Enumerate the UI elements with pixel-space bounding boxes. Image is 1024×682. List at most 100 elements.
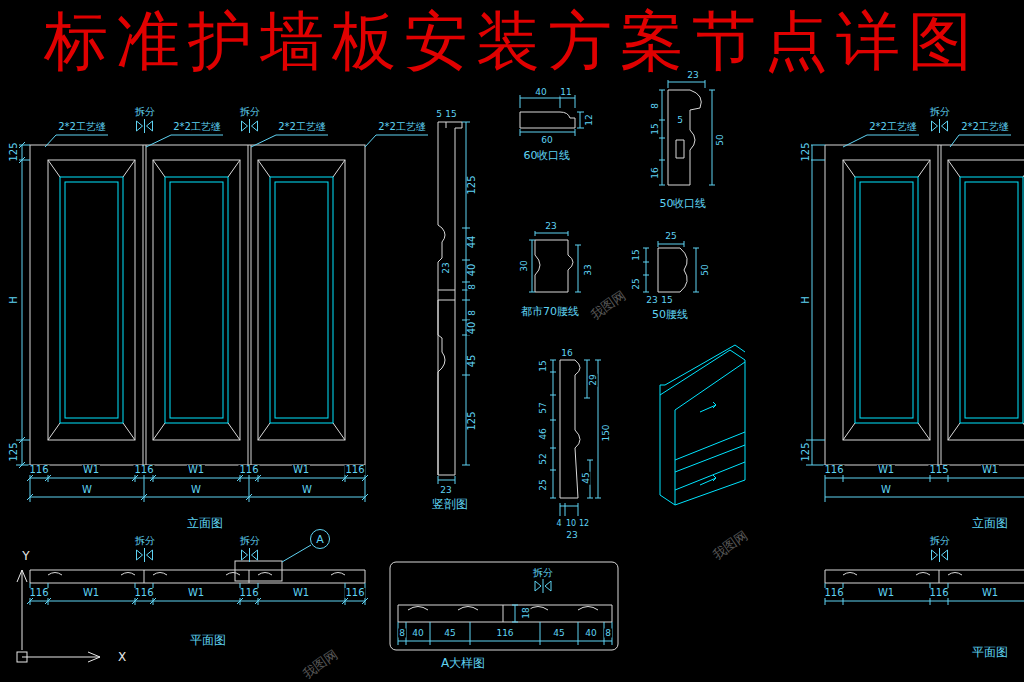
dimension: 23 [686,71,699,80]
split-mark: 拆分 [239,107,261,117]
leader-note: 2*2工艺缝 [377,122,427,132]
split-mark: 拆分 [239,536,261,546]
dimension: 11 [559,88,572,97]
dimension: H [801,295,811,305]
dimension: 29 [589,373,598,386]
watermark: 我图网 [299,647,340,681]
dimension: 60 [540,136,553,145]
dimension: 45 [552,629,565,638]
dimension: 8 [468,283,477,291]
split-mark: 拆分 [134,107,156,117]
watermark: 我图网 [709,528,750,562]
axis-label: X [117,651,127,663]
dimension: W1 [82,588,100,598]
dimension: 16 [651,166,660,179]
dimension: 44 [467,235,477,250]
dimension: 30 [520,259,529,272]
dimension: 18 [522,606,531,619]
dimension: 4 [555,520,562,528]
dimension: 116 [133,465,154,475]
dimension: 33 [584,263,593,276]
dimension: 23 [565,531,578,540]
dimension: 15 [632,248,641,261]
dimension: 45 [582,471,591,484]
leader-note: 2*2工艺缝 [57,122,107,132]
dimension: W1 [877,465,895,475]
callout-letter: A [316,534,324,545]
dimension: 8 [604,629,612,638]
dimension: 116 [823,588,844,598]
split-mark: 拆分 [929,536,951,546]
dimension: 40 [467,321,477,336]
leader-note: 2*2工艺缝 [277,122,327,132]
dimension: 23 [645,296,658,305]
dimension: 46 [539,427,548,440]
dimension: 125 [467,410,477,431]
dimension: 116 [28,465,49,475]
drawing-title: 标准护墙板安装方案节点详图 [0,10,1024,74]
dimension: 5 [676,116,684,125]
dimension: 12 [578,520,590,528]
split-mark: 拆分 [532,568,554,578]
dimension: W1 [292,465,310,475]
leader-note: 2*2工艺缝 [172,122,222,132]
leader-note: 2*2工艺缝 [868,122,918,132]
dimension: 45 [467,354,477,369]
split-mark: 拆分 [134,536,156,546]
dimension: 125 [801,441,811,462]
dimension: 40 [534,88,547,97]
dimension: W1 [187,588,205,598]
callout-circle: A [310,529,330,549]
view-title: 50收口线 [659,198,708,209]
dimension: 16 [560,349,573,358]
dimension: W1 [292,588,310,598]
dimension: 15 [539,359,548,372]
dimension: W1 [187,465,205,475]
dimension: W [81,485,93,495]
view-title: 立面图 [971,517,1009,529]
dimension: 115 [928,465,949,475]
dimension: 15 [660,296,673,305]
dimension: 40 [467,263,477,278]
dimension: W1 [981,588,999,598]
dimension: 116 [238,465,259,475]
dimension: 125 [467,174,477,195]
dimension: W [880,485,892,495]
dimension: W1 [981,465,999,475]
dimension: 25 [632,277,641,290]
view-title: 竖剖图 [431,498,469,510]
dimension: 23 [439,486,452,495]
view-title: 平面图 [971,646,1009,658]
dimension: 8 [651,102,660,110]
dimension: 50 [701,263,710,276]
dimension: H [9,295,19,305]
dimension: 15 [444,110,457,119]
dimension: 116 [823,465,844,475]
dimension: 15 [651,122,660,135]
leader-note: 2*2工艺缝 [960,122,1010,132]
dimension: W [190,485,202,495]
view-title: 立面图 [186,517,224,529]
dimension: 23 [544,222,557,231]
dimension: 12 [585,113,594,126]
dimension: 125 [801,141,811,162]
dimension: 8 [398,629,406,638]
dimension: 57 [539,401,548,414]
view-title: 都市70腰线 [520,306,580,317]
dimension: 150 [602,423,611,442]
dimension: 116 [495,629,514,638]
dimension: 50 [716,133,725,146]
dimension: 116 [344,588,365,598]
dimension: 40 [584,629,597,638]
view-title: 平面图 [189,634,227,646]
view-title: 60收口线 [523,150,572,161]
dimension: W1 [82,465,100,475]
dimension: W [301,485,313,495]
dimension: 52 [539,452,548,465]
dimension: 40 [411,629,424,638]
dimension: 116 [238,588,259,598]
dimension: 116 [344,465,365,475]
dimension: 125 [9,441,19,462]
